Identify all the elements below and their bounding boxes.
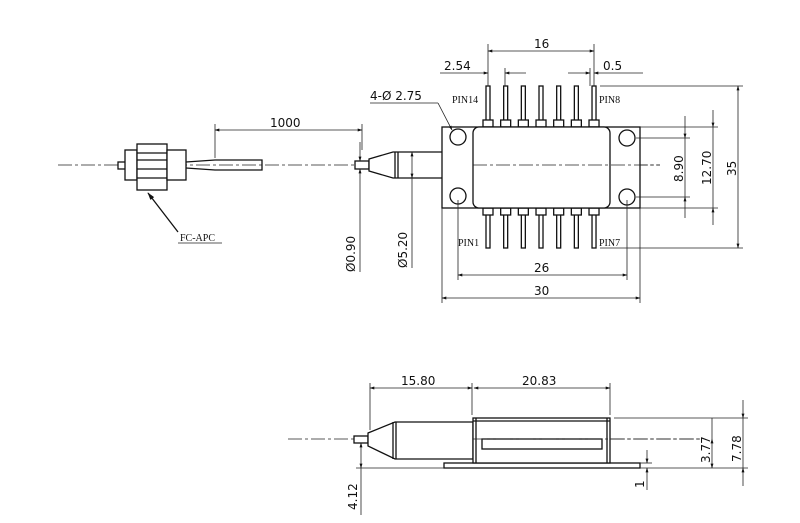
pin-base (570, 207, 582, 216)
pin8-label: PIN8 (599, 95, 620, 106)
fiber-diameter-dim: Ø0.90 (344, 236, 358, 272)
pin1-label: PIN1 (458, 238, 479, 249)
pin-base (535, 119, 547, 128)
overall-height-dim: 35 (725, 161, 739, 176)
pin-base (570, 119, 582, 128)
pin-pitch-dim: 2.54 (444, 59, 471, 73)
tube-length-dim: 15.80 (401, 374, 435, 388)
axis-height-dim: 4.12 (346, 483, 360, 510)
top-view: FC-APC 1000 PIN14 PIN8 PIN1 PIN7 4-Ø 2.7… (58, 37, 743, 303)
pin14-label: PIN14 (452, 95, 478, 106)
body-height-dim: 12.70 (700, 151, 714, 185)
flange-width-dim: 30 (534, 284, 549, 298)
pin-base (517, 119, 529, 128)
pin-base (588, 207, 600, 216)
overall-side-height-dim: 7.78 (730, 435, 744, 462)
fc-apc-connector: FC-APC (117, 143, 263, 244)
pin-width-dim: 0.5 (603, 59, 622, 73)
side-view: 15.80 20.83 3.77 7.78 1 4.12 (288, 374, 748, 515)
pin-base (553, 119, 565, 128)
tube-diameter-dim: Ø5.20 (396, 232, 410, 268)
pin-base (535, 207, 547, 216)
pin-base (553, 207, 565, 216)
fiber-length-dim: 1000 (270, 116, 301, 130)
hole-horizontal-dim: 26 (534, 261, 549, 275)
body-length-dim: 20.83 (522, 374, 556, 388)
pin-base (482, 207, 494, 216)
connector-label: FC-APC (180, 233, 215, 244)
pin7-label: PIN7 (599, 238, 620, 249)
hole-vertical-dim: 8.90 (672, 155, 686, 182)
pin-base (500, 207, 512, 216)
pin-span-dim: 16 (534, 37, 549, 51)
base-thickness-dim: 1 (633, 480, 647, 488)
center-height-dim: 3.77 (699, 436, 713, 463)
pin-base (500, 119, 512, 128)
pin-base (517, 207, 529, 216)
hole-callout: 4-Ø 2.75 (370, 89, 422, 103)
pin-base (482, 119, 494, 128)
pin-base (588, 119, 600, 128)
